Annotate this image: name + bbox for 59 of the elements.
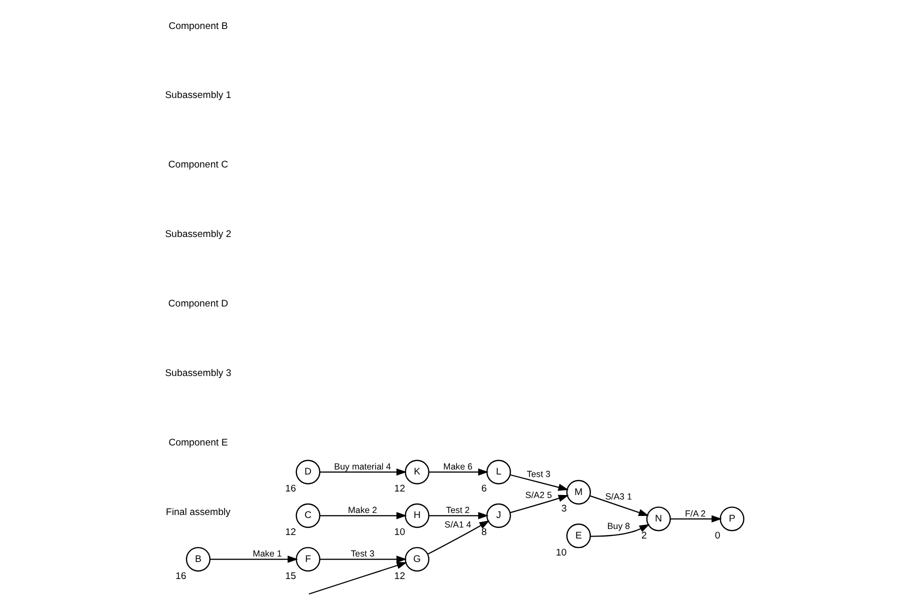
node-circle: E [566,524,590,548]
edge-label: Make 1 [252,548,282,559]
label: Component C [168,160,228,171]
label: Subassembly 3 [164,368,231,380]
arrow [590,524,650,537]
node-circle: H [404,503,429,528]
edge-label: F/A 2 [684,508,706,518]
edge-label: Test 3 [526,468,550,479]
arrow [510,474,568,491]
node-label: 12 [284,527,296,538]
node-circle: K [404,460,429,484]
node-label: 15 [284,570,296,582]
edge-label: Buy material 4 [334,461,390,472]
edge-label: S/A1 4 [444,520,471,530]
arrow [319,556,407,569]
arrow [670,515,722,523]
node-circle: F [295,546,320,572]
arrow [589,495,648,516]
label: Component D [168,298,228,310]
node-label: 12 [394,570,405,582]
edge-label: Test 3 [350,548,374,559]
arrow [428,512,488,520]
node-circle: D [295,460,320,484]
edge-label: Make 2 [348,505,377,516]
node-label: 0 [714,530,720,542]
node-label: 2 [640,530,646,542]
label: Component E [168,437,228,448]
node-circle: L [486,460,510,484]
node-circle: N [646,506,670,532]
node-label: 16 [284,484,296,495]
node-label: 3 [560,504,566,515]
node-label: 8 [480,527,486,538]
arrow [428,468,488,476]
node-circle: J [486,503,510,528]
arrow [210,556,298,563]
label: Subassembly 1 [164,90,231,102]
node-label: 10 [555,547,566,558]
node-label: 12 [394,484,405,495]
edge-label: Make 6 [442,461,472,472]
edge-label: S/A2 5 [524,490,552,500]
arrow [427,520,490,554]
node-circle: P [719,506,744,532]
node-label: 10 [394,527,405,538]
arrow [308,556,407,595]
node-circle: B [185,546,210,572]
arrow [509,494,568,514]
label: Subassembly 2 [164,229,231,240]
edge-label: S/A3 1 [604,491,632,502]
node-circle: M [566,480,590,505]
label: Component B [168,20,228,32]
node-label: 16 [174,570,186,582]
arrow [319,468,406,476]
node-label: 6 [480,484,486,495]
edge-label: Buy 8 [606,521,630,532]
node-circle: C [295,503,320,528]
edge-label: Test 2 [446,505,470,516]
label: Final assembly [165,506,230,518]
node-circle: G [404,546,429,572]
arrow [319,512,406,520]
